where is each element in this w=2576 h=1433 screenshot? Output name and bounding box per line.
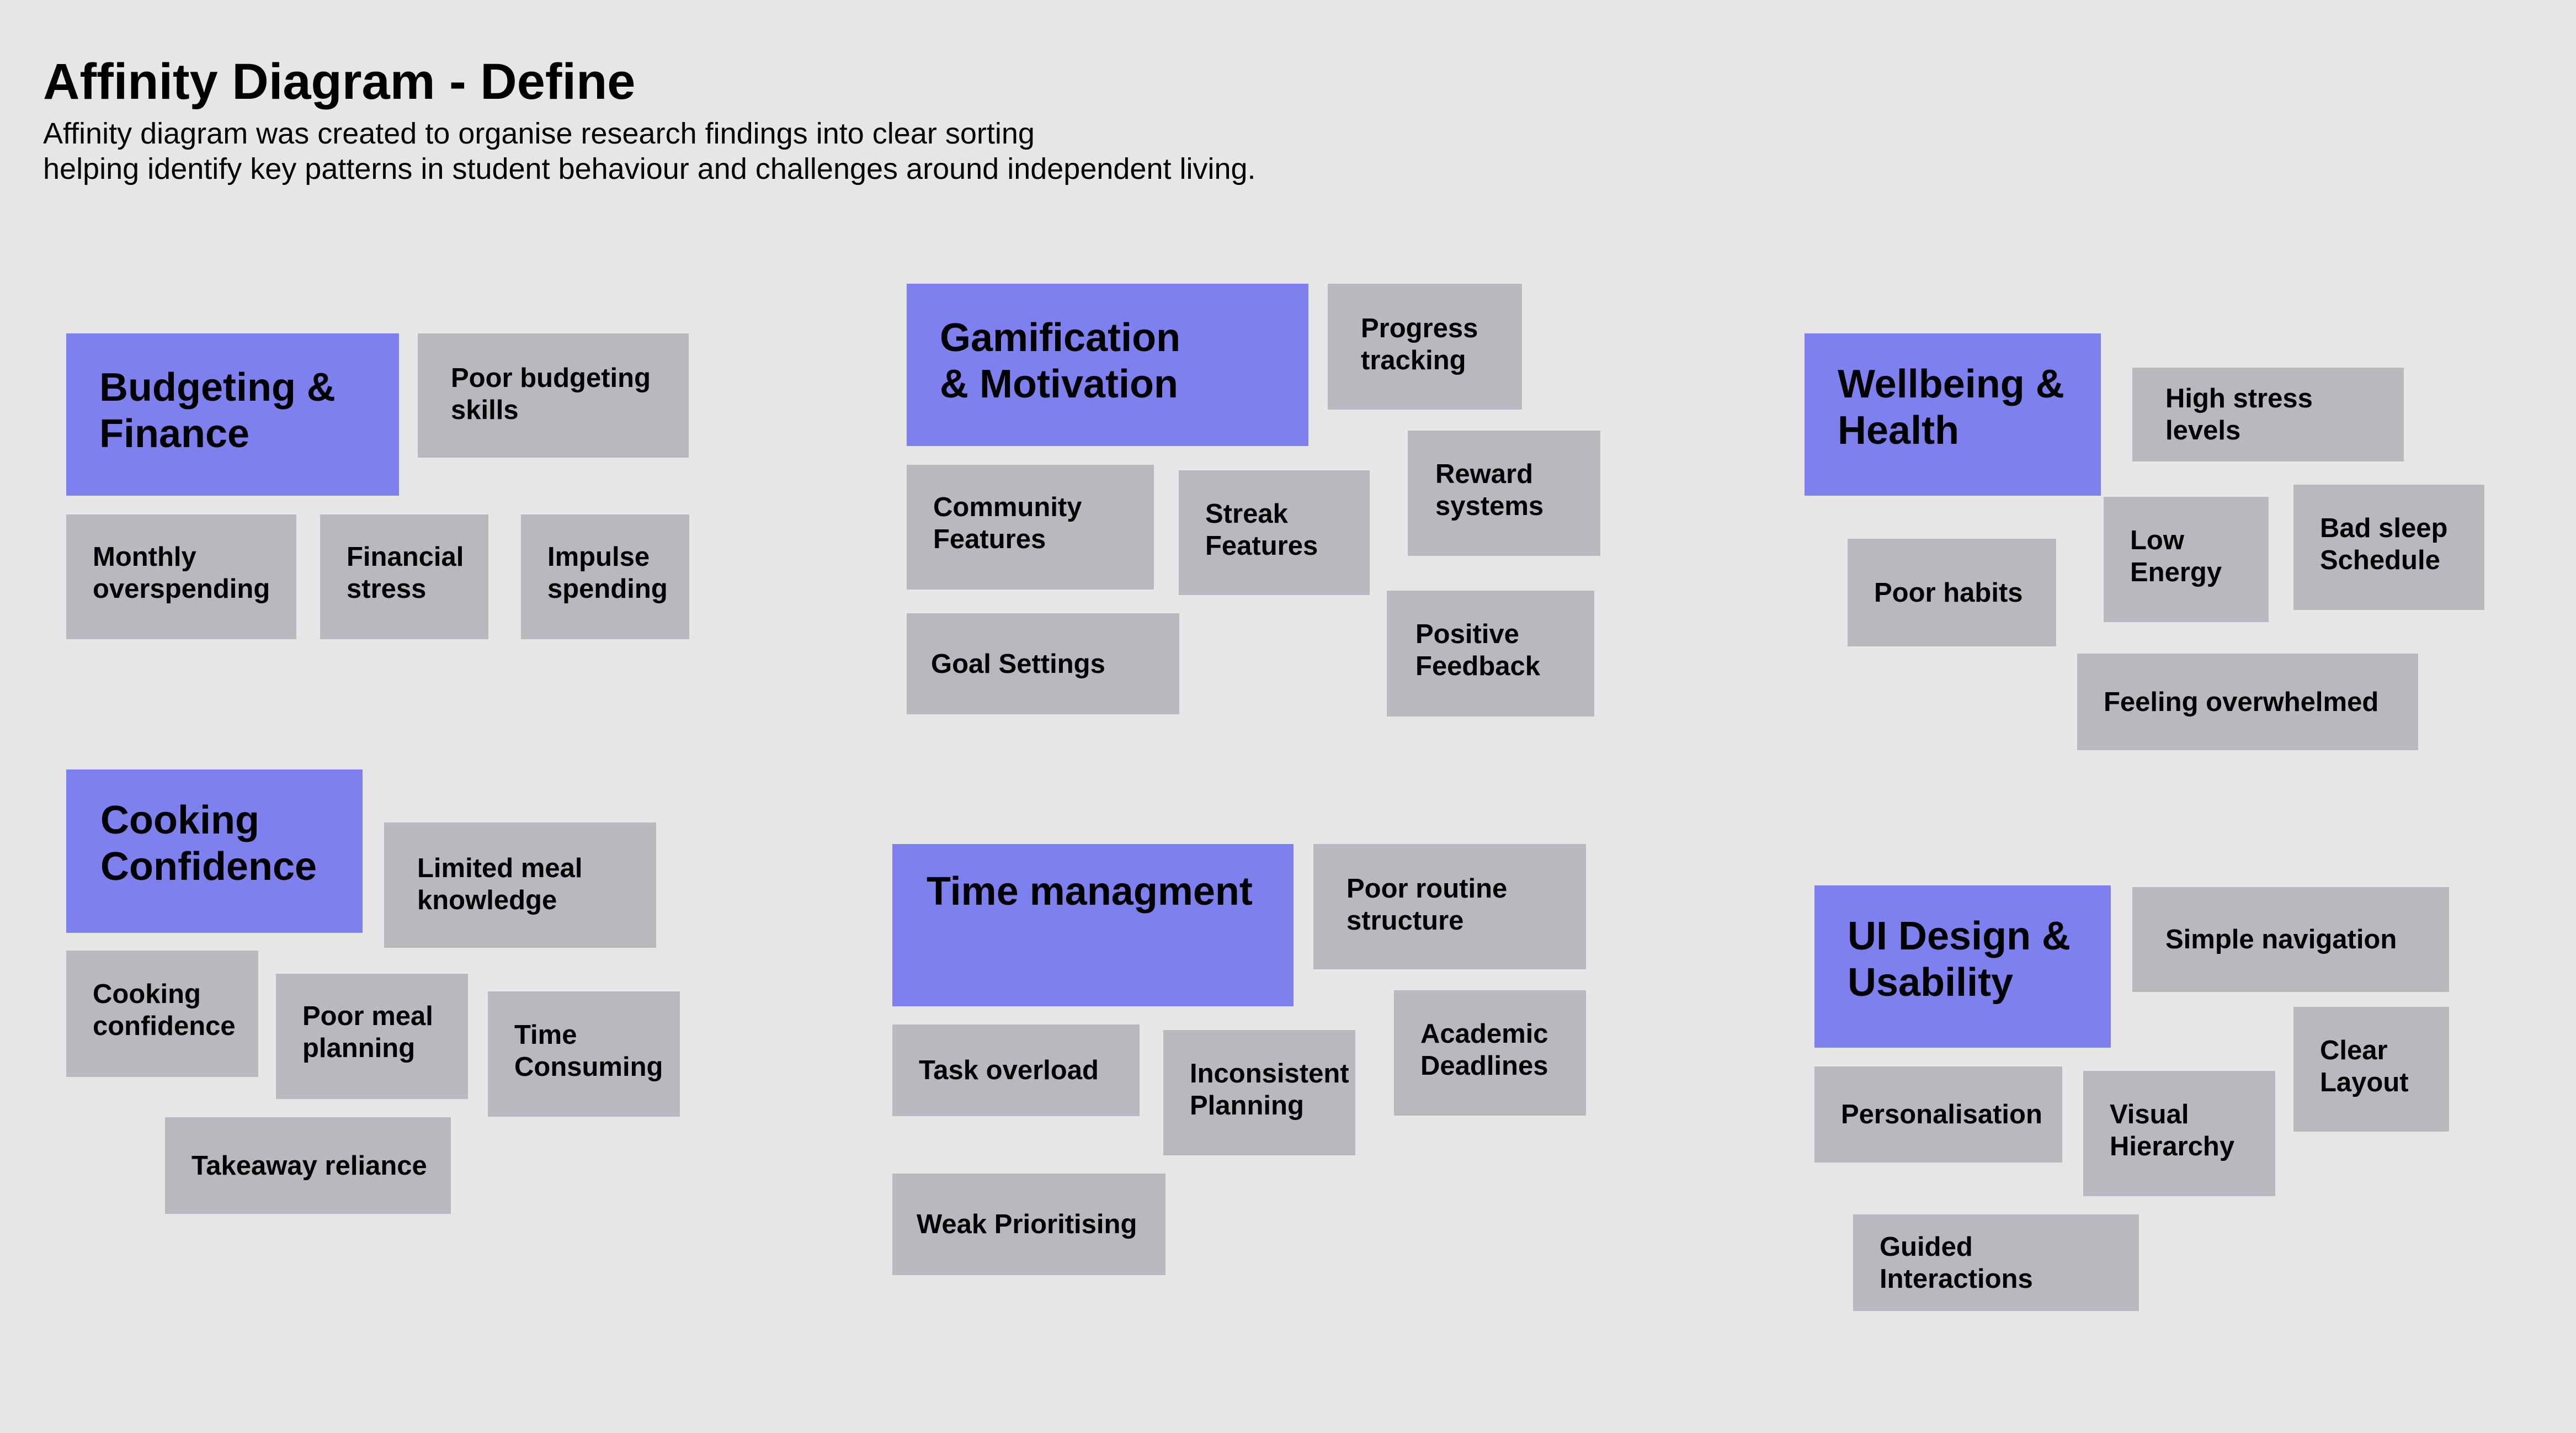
group-header-wellbeing-health[interactable]: Wellbeing & Health (1805, 333, 2101, 496)
sticky-note-text: Community Features (933, 492, 1082, 554)
sticky-note-text: Limited meal knowledge (417, 853, 583, 915)
page-title: Affinity Diagram - Define (43, 54, 636, 110)
sticky-note-text: Monthly overspending (93, 542, 270, 604)
sticky-note-text: Reward systems (1435, 459, 1544, 521)
sticky-note-text: Task overload (919, 1055, 1099, 1085)
sticky-note-text: Positive Feedback (1415, 619, 1541, 681)
sticky-note-text: Streak Features (1205, 499, 1318, 561)
sticky-note[interactable]: High stress levels (2132, 368, 2404, 461)
page-subtitle: Affinity diagram was created to organise… (43, 116, 1533, 187)
sticky-note[interactable]: Simple navigation (2132, 887, 2449, 992)
sticky-note-text: Time Consuming (514, 1020, 663, 1082)
sticky-note-text: Clear Layout (2320, 1036, 2409, 1097)
sticky-note[interactable]: Time Consuming (488, 991, 680, 1117)
sticky-note-text: Goal Settings (931, 649, 1105, 679)
sticky-note-text: Inconsistent Planning (1190, 1059, 1349, 1121)
sticky-note-text: Progress tracking (1361, 314, 1478, 375)
sticky-note[interactable]: Poor habits (1848, 539, 2056, 646)
sticky-note[interactable]: Poor routine structure (1313, 844, 1586, 969)
sticky-note[interactable]: Poor budgeting skills (418, 333, 689, 458)
sticky-note[interactable]: Reward systems (1408, 431, 1600, 556)
sticky-note[interactable]: Visual Hierarchy (2083, 1071, 2275, 1196)
sticky-note[interactable]: Low Energy (2104, 497, 2269, 622)
sticky-note[interactable]: Impulse spending (521, 514, 689, 639)
sticky-note-text: Poor habits (1874, 577, 2023, 608)
sticky-note-text: Simple navigation (2165, 925, 2397, 954)
sticky-note[interactable]: Monthly overspending (66, 514, 296, 639)
sticky-note[interactable]: Poor meal planning (276, 974, 468, 1099)
sticky-note-text: Financial stress (347, 542, 464, 604)
sticky-note[interactable]: Academic Deadlines (1394, 990, 1586, 1116)
group-header-label: Gamification & Motivation (940, 316, 1181, 406)
sticky-note-text: Academic Deadlines (1420, 1019, 1548, 1081)
sticky-note-text: Poor meal planning (302, 1001, 433, 1063)
group-header-label: Time managment (927, 869, 1253, 914)
sticky-note[interactable]: Personalisation (1814, 1066, 2062, 1163)
sticky-note[interactable]: Progress tracking (1328, 284, 1522, 410)
sticky-note-text: Poor budgeting skills (451, 363, 651, 425)
subtitle-line-2: helping identify key patterns in student… (43, 152, 1256, 185)
group-header-ui-design-usability[interactable]: UI Design & Usability (1814, 885, 2111, 1048)
sticky-note[interactable]: Limited meal knowledge (384, 822, 656, 948)
sticky-note[interactable]: Inconsistent Planning (1163, 1030, 1355, 1155)
sticky-note-text: Feeling overwhelmed (2104, 687, 2379, 717)
sticky-note[interactable]: Positive Feedback (1387, 591, 1594, 716)
sticky-note-text: Guided Interactions (1880, 1232, 2033, 1294)
sticky-note[interactable]: Streak Features (1179, 470, 1370, 595)
sticky-note-text: Poor routine structure (1346, 874, 1508, 936)
group-header-label: Budgeting & Finance (99, 365, 336, 456)
sticky-note-text: Cooking confidence (93, 979, 236, 1041)
sticky-note[interactable]: Financial stress (320, 514, 488, 639)
sticky-note[interactable]: Bad sleep Schedule (2293, 485, 2484, 610)
sticky-note-text: Takeaway reliance (191, 1150, 427, 1181)
group-header-budgeting-finance[interactable]: Budgeting & Finance (66, 333, 399, 496)
sticky-note[interactable]: Feeling overwhelmed (2077, 654, 2418, 750)
sticky-note[interactable]: Task overload (892, 1025, 1140, 1116)
sticky-note-text: Visual Hierarchy (2110, 1100, 2235, 1161)
sticky-note-text: Low Energy (2130, 526, 2222, 587)
sticky-note-text: Bad sleep Schedule (2320, 513, 2448, 575)
sticky-note-text: High stress levels (2165, 384, 2313, 445)
sticky-note-text: Personalisation (1841, 1100, 2042, 1129)
sticky-note[interactable]: Community Features (907, 465, 1154, 590)
sticky-note[interactable]: Cooking confidence (66, 951, 258, 1077)
sticky-note-text: Weak Prioritising (917, 1209, 1137, 1239)
group-header-label: Cooking Confidence (100, 798, 317, 889)
group-header-gamification-motivation[interactable]: Gamification & Motivation (907, 284, 1308, 446)
group-header-label: UI Design & Usability (1848, 914, 2071, 1005)
group-header-label: Wellbeing & Health (1838, 362, 2064, 453)
sticky-note[interactable]: Clear Layout (2293, 1007, 2449, 1132)
sticky-note[interactable]: Guided Interactions (1853, 1214, 2139, 1311)
sticky-note-text: Impulse spending (547, 542, 668, 604)
sticky-note[interactable]: Goal Settings (907, 613, 1179, 714)
group-header-cooking-confidence[interactable]: Cooking Confidence (66, 769, 363, 933)
sticky-note[interactable]: Weak Prioritising (892, 1174, 1165, 1275)
group-header-time-management[interactable]: Time managment (892, 844, 1294, 1006)
subtitle-line-1: Affinity diagram was created to organise… (43, 117, 1035, 150)
sticky-note[interactable]: Takeaway reliance (165, 1117, 451, 1214)
